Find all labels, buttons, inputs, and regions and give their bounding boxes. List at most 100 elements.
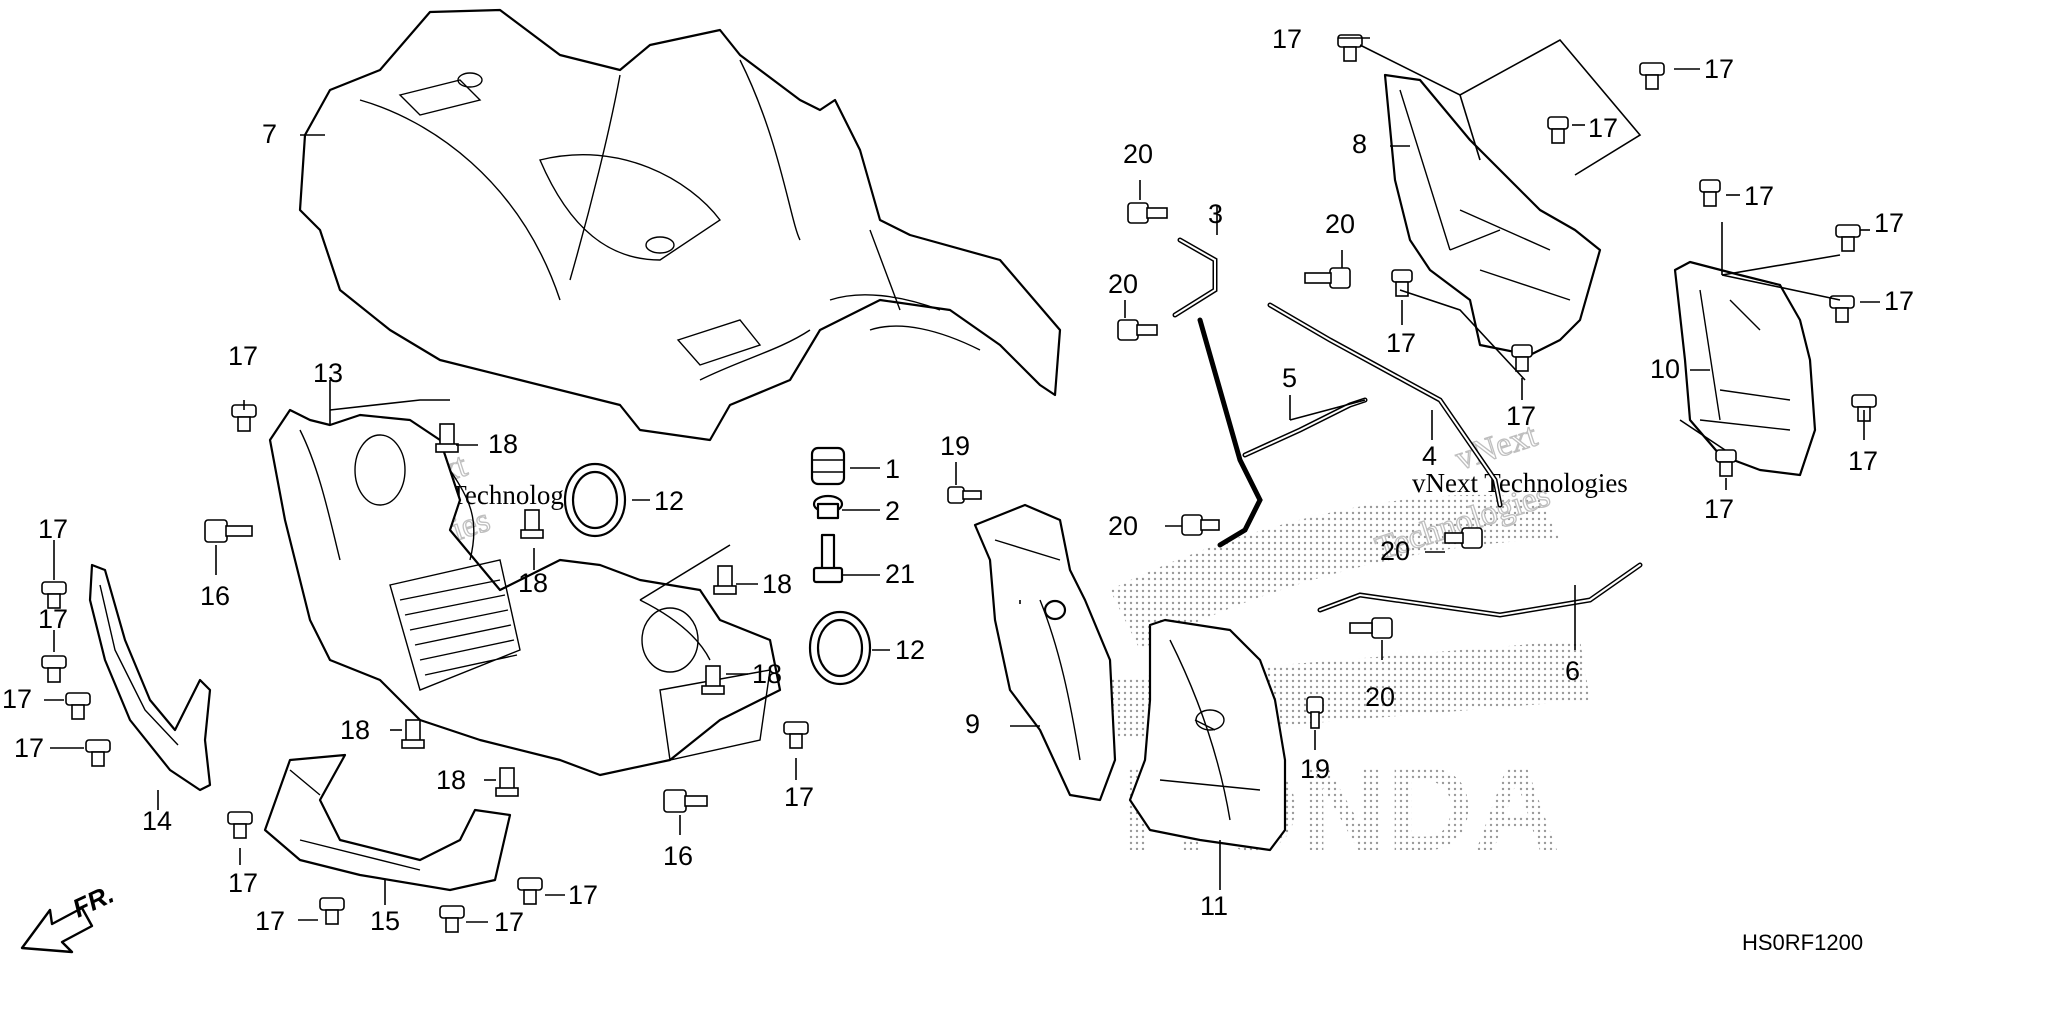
bolt-20-icon — [1444, 527, 1483, 549]
callout-12: 12 — [895, 635, 925, 665]
screw-19-icon — [1306, 696, 1324, 729]
callout-18: 18 — [340, 715, 370, 745]
clip-17-icon — [85, 739, 111, 767]
nut-18-icon — [713, 565, 737, 595]
part-7-front-cover — [298, 8, 1062, 442]
callout-15: 15 — [370, 906, 400, 936]
part-9-inner-panel — [973, 503, 1117, 802]
clip-17-icon — [783, 721, 809, 749]
callout-18: 18 — [762, 569, 792, 599]
fasteners — [41, 34, 1877, 933]
callout-14: 14 — [142, 806, 172, 836]
callout-17: 17 — [1704, 54, 1734, 84]
bolt-20-icon — [1349, 617, 1393, 639]
arrow-icon — [20, 906, 94, 954]
callout-1: 1 — [885, 454, 900, 484]
callout-17: 17 — [228, 868, 258, 898]
callout-labels: 7 8 10 9 11 15 14 13 1 2 21 12 12 3 5 4 … — [2, 24, 1914, 937]
part-2-collar — [812, 494, 844, 520]
bolt-20-icon — [1117, 319, 1158, 341]
callout-10: 10 — [1650, 354, 1680, 384]
callout-16: 16 — [663, 841, 693, 871]
callout-18: 18 — [518, 568, 548, 598]
nut-18-icon — [435, 423, 459, 453]
callout-5: 5 — [1282, 363, 1297, 393]
nut-18-icon — [701, 665, 725, 695]
callout-17: 17 — [1506, 401, 1536, 431]
clip-17-icon — [1835, 224, 1861, 252]
part-11-lower-panel — [1128, 618, 1287, 852]
callout-19: 19 — [940, 431, 970, 461]
callout-17: 17 — [568, 880, 598, 910]
callout-3: 3 — [1208, 199, 1223, 229]
callout-9: 9 — [965, 709, 980, 739]
callout-17: 17 — [784, 782, 814, 812]
callout-20: 20 — [1108, 269, 1138, 299]
bolt-20-icon — [1127, 202, 1168, 224]
callout-17: 17 — [1884, 286, 1914, 316]
callout-17: 17 — [2, 684, 32, 714]
clip-17-icon — [1547, 116, 1569, 144]
part-10-right-inner-fender — [1673, 260, 1817, 477]
callout-20: 20 — [1123, 139, 1153, 169]
callout-18: 18 — [436, 765, 466, 795]
clip-17-icon — [1829, 295, 1855, 323]
clip-17-icon — [1699, 179, 1721, 207]
clip-17-icon — [1337, 34, 1363, 62]
callout-17: 17 — [228, 341, 258, 371]
callout-17: 17 — [1704, 494, 1734, 524]
clip-17-icon — [439, 905, 465, 933]
callout-17: 17 — [1744, 181, 1774, 211]
callout-17: 17 — [1386, 328, 1416, 358]
part-3-stay — [1172, 237, 1218, 318]
part-14-side-strip — [88, 563, 212, 792]
clip-17-icon — [1715, 449, 1737, 477]
callout-17: 17 — [494, 907, 524, 937]
leader-lines — [44, 37, 1880, 923]
part-21-bolt — [812, 533, 844, 584]
bolt-16-icon — [204, 519, 253, 543]
callout-17: 17 — [255, 906, 285, 936]
part-12-ring-upper — [563, 462, 627, 538]
clip-17-icon — [65, 692, 91, 720]
callout-6: 6 — [1565, 656, 1580, 686]
diagram-code: HS0RF1200 — [1742, 930, 1863, 955]
callout-18: 18 — [752, 659, 782, 689]
callout-20: 20 — [1325, 209, 1355, 239]
callout-2: 2 — [885, 496, 900, 526]
bolt-20-icon — [1181, 514, 1220, 536]
callout-20: 20 — [1108, 511, 1138, 541]
callout-20: 20 — [1365, 682, 1395, 712]
callout-18: 18 — [488, 429, 518, 459]
clip-17-icon — [41, 655, 67, 683]
clip-17-icon — [1391, 269, 1413, 297]
callout-11: 11 — [1200, 891, 1228, 921]
clip-17-icon — [517, 877, 543, 905]
nut-18-icon — [495, 767, 519, 797]
callout-8: 8 — [1352, 129, 1367, 159]
callout-21: 21 — [885, 559, 915, 589]
callout-17: 17 — [1588, 113, 1618, 143]
callout-13: 13 — [313, 358, 343, 388]
clip-17-icon — [1639, 62, 1665, 90]
bolt-16-icon — [663, 789, 708, 813]
callout-4: 4 — [1422, 441, 1437, 471]
callout-19: 19 — [1300, 754, 1330, 784]
callout-17: 17 — [1272, 24, 1302, 54]
part-8-inner-fender — [1383, 73, 1602, 357]
front-direction-arrow: FR. — [20, 879, 119, 954]
callout-17: 17 — [38, 604, 68, 634]
nut-18-icon — [401, 719, 425, 749]
callout-17: 17 — [1848, 446, 1878, 476]
clip-17-icon — [227, 811, 253, 839]
screw-19-icon — [947, 486, 982, 504]
callout-12: 12 — [654, 486, 684, 516]
part-15-lower-strip — [263, 753, 512, 892]
clip-17-icon — [1511, 344, 1533, 372]
callout-7: 7 — [262, 119, 277, 149]
part-4-rod — [1267, 302, 1503, 508]
callout-17: 17 — [38, 514, 68, 544]
callout-16: 16 — [200, 581, 230, 611]
nut-18-icon — [520, 509, 544, 539]
